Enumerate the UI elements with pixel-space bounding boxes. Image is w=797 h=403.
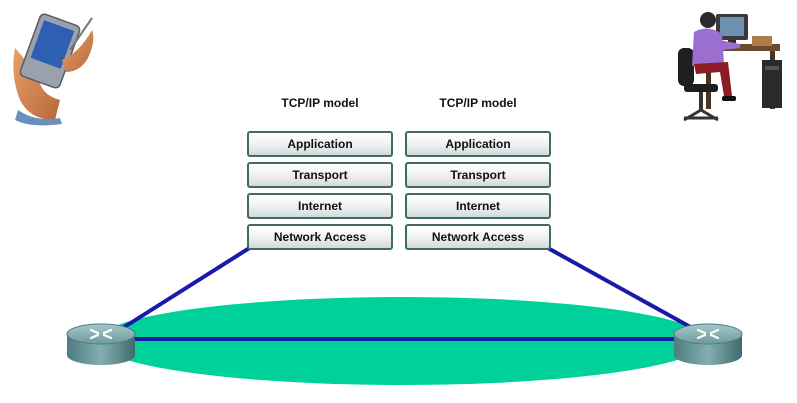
desktop-user-icon bbox=[678, 12, 782, 122]
model-right-layer-network-access: Network Access bbox=[405, 224, 551, 250]
link-right-model bbox=[545, 245, 695, 331]
model-left-layer-transport: Transport bbox=[247, 162, 393, 188]
router-right-icon bbox=[673, 323, 743, 365]
model-right-layer-application: Application bbox=[405, 131, 551, 157]
model-left-layer-internet: Internet bbox=[247, 193, 393, 219]
model-right-layer-transport: Transport bbox=[405, 162, 551, 188]
router-left-icon bbox=[66, 323, 136, 365]
link-left-model bbox=[116, 245, 253, 333]
model-right-layer-internet: Internet bbox=[405, 193, 551, 219]
model-left-layer-network-access: Network Access bbox=[247, 224, 393, 250]
pda-icon bbox=[13, 13, 94, 126]
model-right-title: TCP/IP model bbox=[439, 96, 517, 110]
model-left-layer-application: Application bbox=[247, 131, 393, 157]
model-left-title: TCP/IP model bbox=[281, 96, 359, 110]
